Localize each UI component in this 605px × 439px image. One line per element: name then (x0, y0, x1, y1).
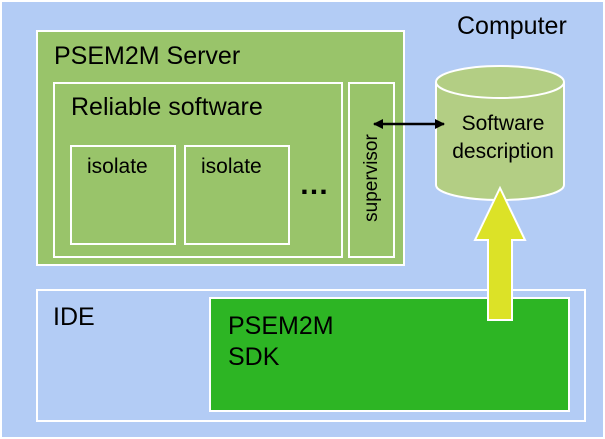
isolate-label: isolate (201, 155, 262, 178)
software-description-line1: Software (461, 112, 545, 135)
ide-label: IDE (53, 303, 95, 331)
isolate-label: isolate (87, 155, 148, 178)
ellipsis: … (299, 168, 329, 201)
isolate-box (184, 145, 290, 245)
sdk-label-line1: PSEM2M (228, 312, 334, 340)
sdk-label-line2: SDK (228, 343, 280, 371)
deploy-arrow-up (473, 185, 527, 321)
reliable-software-title: Reliable software (71, 93, 263, 121)
supervisor-box (348, 82, 395, 258)
computer-label: Computer (457, 12, 567, 40)
software-description-line2: description (452, 140, 554, 163)
server-title: PSEM2M Server (54, 42, 241, 70)
isolate-box (70, 145, 176, 245)
